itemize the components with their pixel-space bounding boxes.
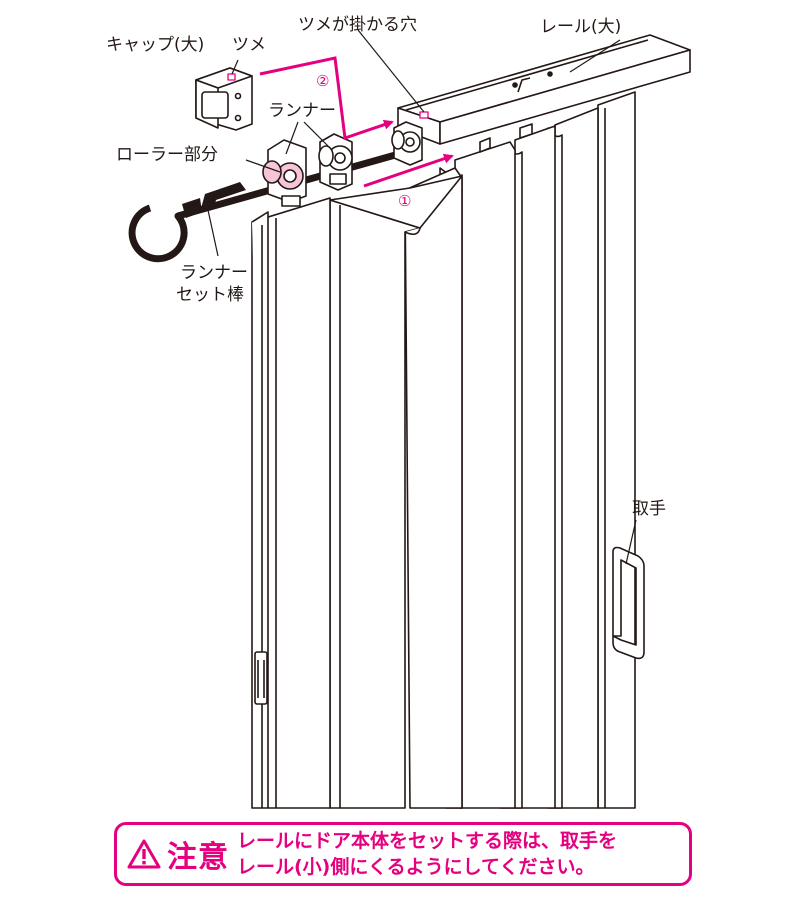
roller-label: ローラー部分 — [116, 145, 218, 165]
warning-triangle-icon — [127, 839, 161, 869]
runner-rod-label-line2: セット棒 — [176, 285, 244, 305]
door-panel-1 — [329, 175, 463, 809]
caution-title: 注意 — [167, 840, 229, 875]
step1-arrow — [363, 153, 454, 188]
caution-line-2: レール(小)側にくるようにしてください。 — [237, 856, 595, 878]
caution-line-1: レールにドア本体をセットする際は、取手を — [237, 830, 618, 852]
step-arrows — [259, 56, 454, 188]
step1-label: ① — [398, 192, 411, 210]
door-panel-6 — [597, 91, 636, 809]
claw-hole — [419, 111, 429, 119]
runner-rod-label-line1: ランナー — [180, 263, 248, 283]
rail-label: レール(大) — [540, 17, 621, 37]
door-panel-2 — [404, 167, 463, 809]
runner-middle — [318, 133, 353, 191]
handle-label: 取手 — [632, 499, 666, 519]
step2-arrow — [259, 56, 394, 141]
cap-label: キャップ(大) — [106, 35, 204, 55]
runner-left — [262, 139, 307, 207]
runner-right — [391, 121, 423, 166]
caution-header: 注意 — [127, 832, 229, 876]
tsume-label: ツメ — [232, 35, 266, 55]
cap-large — [195, 67, 253, 131]
claw — [227, 73, 236, 81]
door-end-panel — [251, 197, 331, 809]
runner-label: ランナー — [268, 101, 336, 121]
caution-message: レールにドア本体をセットする際は、取手を レール(小)側にくるようにしてください… — [237, 828, 617, 880]
folding-door — [251, 91, 645, 809]
step2-label: ② — [316, 72, 329, 90]
door-handle — [612, 546, 645, 660]
rail-large — [397, 34, 691, 153]
leader-lines — [207, 29, 637, 565]
caution-box: 注意 レールにドア本体をセットする際は、取手を レール(小)側にくるようにしてく… — [114, 822, 692, 886]
claw-hole-label: ツメが掛かる穴 — [298, 15, 417, 35]
